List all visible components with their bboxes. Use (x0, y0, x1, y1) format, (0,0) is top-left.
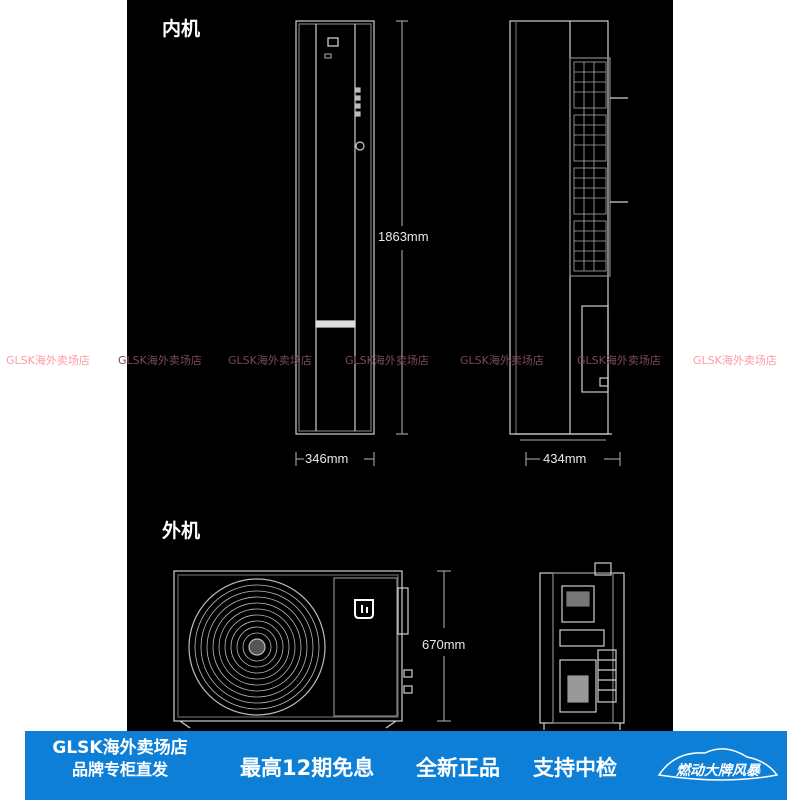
watermark-text: GLSK海外卖场店 (345, 354, 429, 367)
campaign-badge-text: 燃动大牌风暴 (676, 763, 760, 779)
indoor-depth-label: 434mm (543, 451, 587, 466)
store-name-block[interactable]: GLSK海外卖场店 品牌专柜直发 (30, 737, 210, 781)
watermark-text: GLSK海外卖场店 (577, 354, 661, 367)
outdoor-height-label: 670mm (422, 637, 466, 652)
outdoor-height-dimension-line (437, 570, 451, 722)
indoor-unit-front (295, 20, 375, 435)
indoor-height-dimension-line (396, 20, 408, 435)
watermark-text: GLSK海外卖场店 (460, 354, 544, 367)
store-name: GLSK海外卖场店 (52, 738, 188, 758)
promo-genuine: 全新正品 (416, 756, 500, 780)
outdoor-unit-side (539, 562, 625, 730)
promo-interest-free: 最高12期免息 (240, 756, 375, 780)
watermark-text: GLSK海外卖场店 (693, 354, 777, 367)
watermark-text: GLSK海外卖场店 (6, 354, 90, 367)
indoor-width-label: 346mm (305, 451, 349, 466)
promo-banner (25, 731, 787, 800)
indoor-depth-dimension-line (525, 452, 621, 466)
indoor-unit-side (509, 20, 628, 441)
brand-logo-icon (354, 599, 374, 619)
campaign-badge-icon[interactable] (655, 741, 782, 793)
indoor-unit-label: 内机 (162, 18, 201, 40)
watermark-text: GLSK海外卖场店 (118, 354, 202, 367)
outdoor-unit-front (173, 570, 413, 729)
store-tagline: 品牌专柜直发 (71, 760, 168, 779)
indoor-width-dimension-line (295, 452, 375, 466)
indoor-side-vent-grille (573, 61, 607, 272)
outdoor-unit-label: 外机 (162, 520, 201, 542)
outdoor-fan-icon (188, 578, 326, 716)
indoor-height-label: 1863mm (378, 229, 429, 244)
promo-inspection: 支持中检 (533, 756, 617, 780)
watermark-text: GLSK海外卖场店 (228, 354, 312, 367)
